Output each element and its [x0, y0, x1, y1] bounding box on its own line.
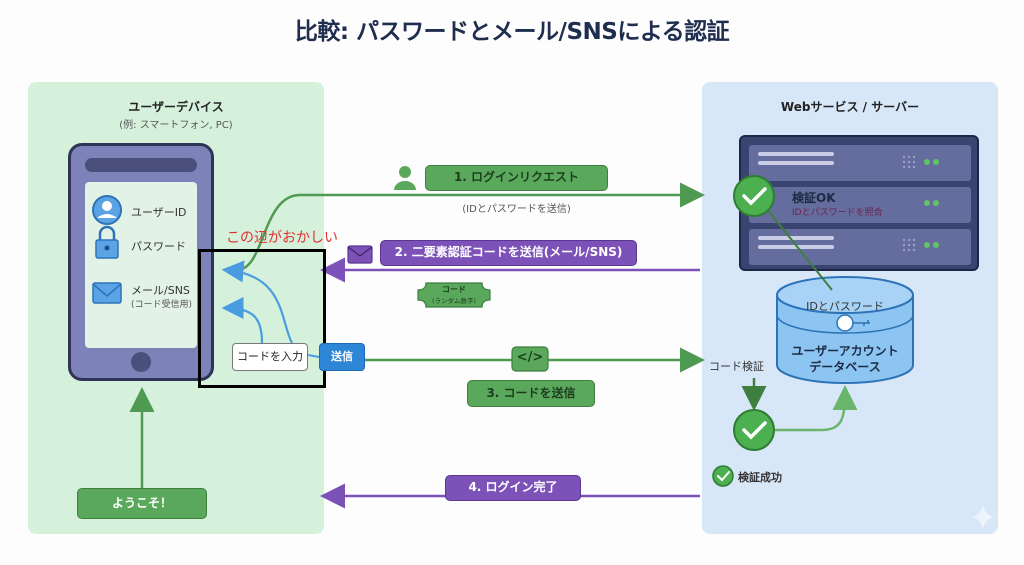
user-device-subtitle: (例: スマートフォン, PC)	[119, 120, 233, 131]
verify-ok-title: 検証OK	[792, 191, 836, 205]
db-title-line-1: ユーザーアカウント	[791, 344, 899, 358]
step-3-label: 3. コードを送信	[467, 380, 595, 407]
step-1-label: 1. ログインリクエスト	[425, 165, 608, 191]
code-tag-sub: (ランダム数字)	[431, 297, 477, 305]
step-1-note: (IDとパスワードを送信)	[462, 204, 571, 215]
input-to-send-line	[307, 354, 320, 358]
check-circle-icon-success	[712, 465, 734, 487]
sparkle-icon	[972, 505, 994, 529]
code-icon-box	[511, 346, 549, 372]
user-icon	[394, 166, 416, 190]
arrow-step-1	[236, 182, 705, 272]
server-panel-title: Webサービス / サーバー	[780, 100, 920, 114]
lock-icon	[95, 225, 119, 259]
database-icon	[776, 276, 914, 384]
mail-icon-step-2	[347, 245, 373, 264]
code-tag-title: コード	[442, 285, 466, 294]
send-button[interactable]: 送信	[319, 343, 365, 371]
key-icon	[836, 314, 870, 332]
arrow-check-to-db	[775, 385, 858, 432]
check-circle-icon-server	[733, 175, 775, 217]
page-title: 比較: パスワードとメール/SNSによる認証	[294, 19, 730, 45]
step-4-label: 4. ログイン完了	[445, 475, 581, 501]
screen-sublabel-mail: (コード受信用)	[131, 300, 193, 310]
verify-success-label: 検証成功	[738, 471, 782, 484]
db-top-label: IDとパスワード	[806, 300, 884, 313]
server-vent-icon	[902, 155, 916, 252]
db-title-line-2: データベース	[809, 360, 881, 374]
user-device-title: ユーザーデバイス	[128, 100, 224, 114]
server-led-icon	[924, 159, 939, 248]
verify-ok-sub: IDとパスワードを照合	[792, 208, 883, 218]
phone-speaker	[85, 158, 197, 172]
user-circle-icon	[92, 195, 122, 225]
arrow-input-to-screen-2	[221, 297, 264, 344]
code-icon: </>	[516, 350, 544, 365]
screen-label-user-id: ユーザーID	[131, 206, 187, 219]
smartphone	[68, 143, 214, 381]
annotation-highlight-box	[198, 249, 326, 388]
phone-home-button[interactable]	[131, 352, 151, 372]
screen-label-password: パスワード	[131, 240, 186, 253]
server-slot-lines	[758, 152, 834, 249]
code-verify-label: コード検証	[709, 360, 764, 373]
screen-label-mail: メール/SNS	[131, 284, 190, 297]
annotation-note: この辺がおかしい	[226, 230, 338, 246]
step-2-label: 2. 二要素認証コードを送信(メール/SNS)	[380, 240, 637, 266]
welcome-label: ようこそ！	[77, 488, 207, 519]
check-to-db-line	[757, 197, 833, 291]
mail-icon	[92, 282, 122, 304]
check-circle-icon-code	[733, 409, 775, 451]
code-input-field[interactable]: コードを入力	[232, 343, 308, 371]
code-tag-shape	[417, 282, 491, 308]
arrow-input-to-screen-1	[221, 260, 293, 344]
